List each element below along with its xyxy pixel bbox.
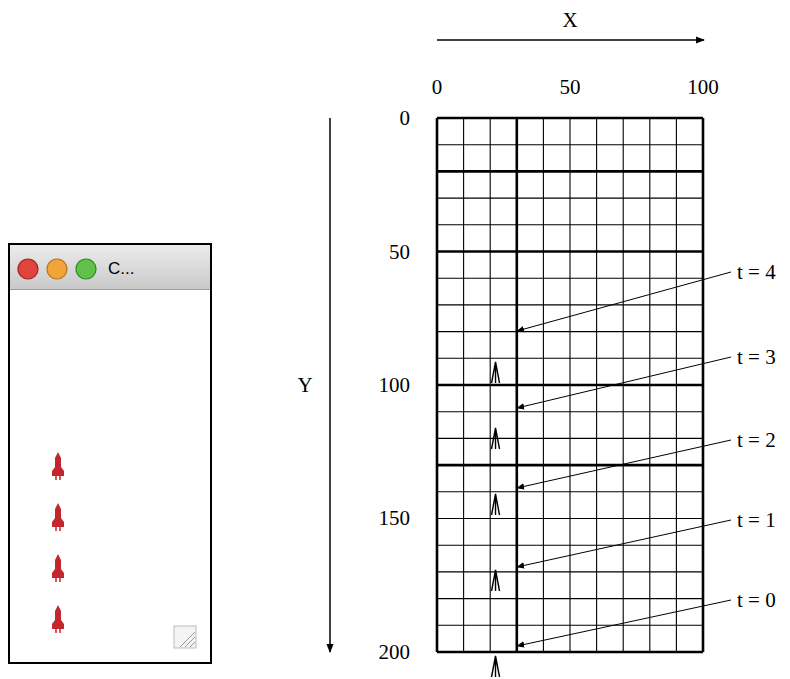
grid-line <box>437 411 703 412</box>
y-axis-arrow <box>329 118 331 652</box>
grid-line <box>437 304 703 305</box>
grid-line <box>437 224 703 225</box>
leader-line <box>517 357 731 408</box>
window-illustration <box>10 245 210 662</box>
axis-label: 200 <box>379 642 411 663</box>
grid-line <box>437 571 703 572</box>
window-button <box>18 259 38 279</box>
axis-label: 0 <box>432 77 443 98</box>
grid-line <box>437 384 703 387</box>
axis-label: 150 <box>379 508 411 529</box>
grid-line <box>437 278 703 279</box>
axis-label: Y <box>297 375 312 396</box>
leader-line <box>517 272 731 331</box>
axis-label: X <box>562 10 577 31</box>
grid <box>437 118 703 652</box>
window-button <box>76 259 96 279</box>
grid-line <box>437 117 703 120</box>
grid-line <box>437 438 703 439</box>
grid-line <box>437 250 703 253</box>
rocket-outline <box>492 570 500 591</box>
rocket-outline <box>492 656 500 677</box>
rocket-icon <box>52 554 64 582</box>
grid-line <box>437 464 703 467</box>
leader-line <box>517 520 731 567</box>
grid-line <box>437 170 703 173</box>
app-window: C... <box>8 243 212 664</box>
rocket-outline <box>492 428 500 449</box>
grid-line <box>437 518 703 519</box>
axis-label: 100 <box>379 375 411 396</box>
grid-line <box>437 198 703 199</box>
resize-grip <box>174 626 196 648</box>
window-title: C... <box>108 260 134 277</box>
grid-line <box>437 144 703 145</box>
rocket-outline <box>492 362 500 383</box>
time-label: t = 0 <box>737 590 776 611</box>
grid-line <box>437 625 703 626</box>
time-label: t = 4 <box>737 262 776 283</box>
rocket-icon <box>52 452 64 480</box>
rocket-outline <box>492 494 500 515</box>
grid-line <box>437 598 703 599</box>
grid-line <box>437 491 703 492</box>
grid-line <box>437 545 703 546</box>
time-label: t = 3 <box>737 347 776 368</box>
grid-line <box>437 651 703 654</box>
axis-label: 50 <box>389 242 410 263</box>
leader-line <box>517 440 731 488</box>
time-label: t = 1 <box>737 510 776 531</box>
x-axis-arrow <box>437 39 704 41</box>
rocket-icon <box>52 605 64 633</box>
axis-label: 50 <box>560 77 581 98</box>
leader-line <box>517 600 731 646</box>
time-label: t = 2 <box>737 430 776 451</box>
axis-label: 0 <box>400 108 411 129</box>
grid-line <box>437 358 703 359</box>
axis-label: 100 <box>687 77 719 98</box>
grid-line <box>437 331 703 332</box>
rocket-icon <box>52 503 64 531</box>
window-button <box>47 259 67 279</box>
